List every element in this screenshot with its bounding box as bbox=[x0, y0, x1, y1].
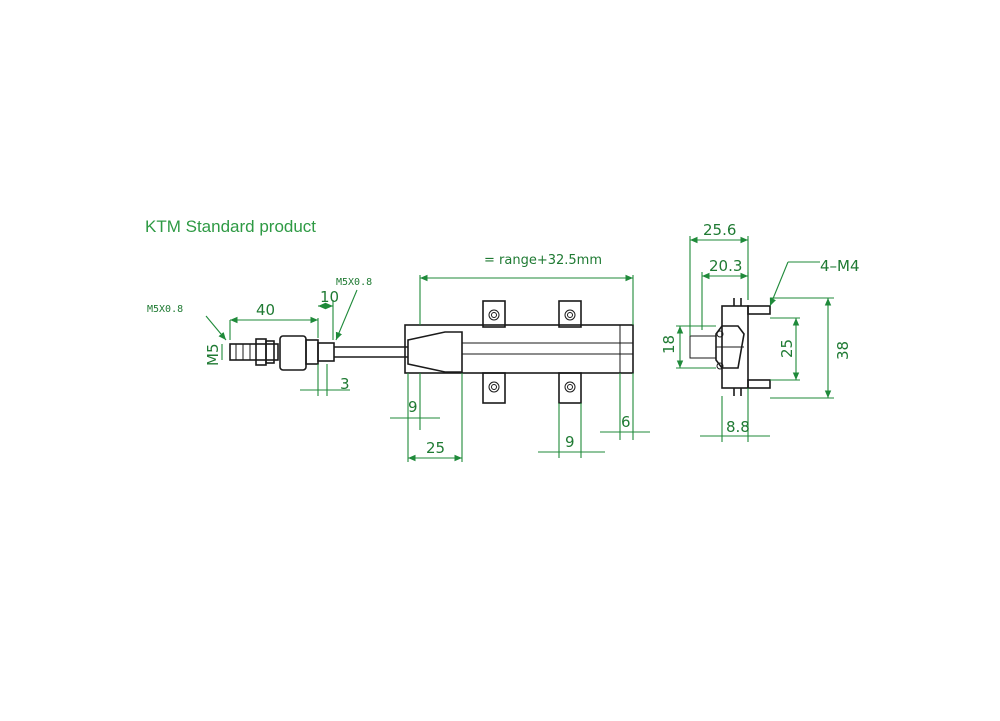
threaded-stud bbox=[229, 343, 279, 361]
dim-label-25-side: 25 bbox=[778, 339, 796, 358]
dim-label-8-8: 8.8 bbox=[726, 418, 750, 436]
mounting-clamp-bottom-left bbox=[482, 372, 506, 404]
rod-end-assembly bbox=[229, 335, 408, 371]
dim-label-9-mid: 9 bbox=[565, 433, 575, 451]
dim-label-m5: M5 bbox=[204, 344, 222, 367]
sensor-nose bbox=[407, 331, 463, 373]
washer bbox=[265, 340, 275, 364]
rod-end-neck bbox=[305, 339, 319, 365]
dim-label-38: 38 bbox=[834, 341, 852, 360]
dim-label-9-left: 9 bbox=[408, 398, 418, 416]
bolt-bottom bbox=[747, 379, 771, 389]
mounting-clamp-top-left bbox=[482, 300, 506, 328]
thread-label-left: M5X0.8 bbox=[147, 304, 183, 315]
dim-label-4-m4: 4–M4 bbox=[820, 257, 860, 275]
dimensions: 40 10 M5X0.8 M5X0.8 M5 3 = range+32.5mm … bbox=[147, 221, 860, 462]
mounting-clamp-top-right bbox=[558, 300, 582, 328]
thread-label-right: M5X0.8 bbox=[336, 277, 372, 288]
dim-label-18: 18 bbox=[660, 335, 678, 354]
dim-label-10: 10 bbox=[320, 288, 339, 306]
dim-label-20-3: 20.3 bbox=[709, 257, 742, 275]
mounting-clamp-bottom-right bbox=[558, 372, 582, 404]
dim-label-range: = range+32.5mm bbox=[484, 253, 602, 268]
rod-end-coupling bbox=[317, 342, 335, 362]
lock-nut bbox=[255, 338, 267, 366]
rod-end-body bbox=[279, 335, 307, 371]
connector-shaft bbox=[689, 335, 717, 359]
dim-label-25-6: 25.6 bbox=[703, 221, 736, 239]
drawing-title: KTM Standard product bbox=[145, 217, 316, 236]
dim-label-3: 3 bbox=[340, 375, 350, 393]
bolt-top bbox=[747, 305, 771, 315]
hex-connector bbox=[715, 325, 745, 369]
dim-label-25: 25 bbox=[426, 439, 445, 457]
dim-label-40: 40 bbox=[256, 301, 275, 319]
sensor-body bbox=[404, 300, 634, 404]
sensor-housing bbox=[404, 324, 634, 374]
end-view bbox=[689, 298, 771, 396]
dim-label-6: 6 bbox=[621, 413, 631, 431]
